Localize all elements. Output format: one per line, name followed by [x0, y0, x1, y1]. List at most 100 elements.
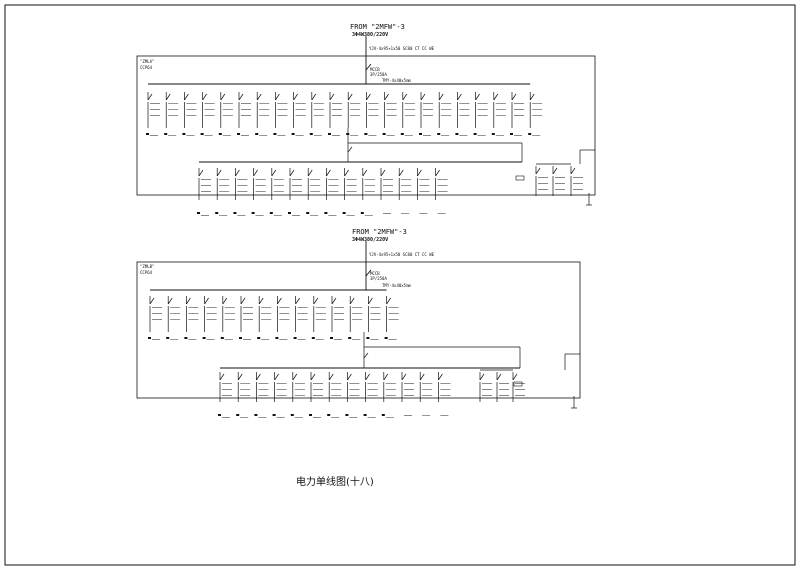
text-mark [188, 306, 199, 309]
text-mark [481, 388, 493, 391]
text-mark [279, 312, 290, 315]
text-mark [440, 382, 451, 385]
text-mark [385, 394, 396, 397]
text-mark [382, 178, 394, 181]
text-mark [188, 338, 197, 341]
panel-1-upper-load-mark [182, 133, 186, 135]
text-mark [151, 312, 163, 315]
text-mark [477, 114, 488, 117]
text-mark [333, 312, 345, 315]
panel-2-lower-circuit-breaker-contact [219, 373, 225, 381]
text-mark [349, 382, 360, 385]
text-mark [315, 318, 326, 321]
text-mark [261, 318, 272, 321]
panel-2-lower-load-mark [236, 414, 240, 416]
text-mark [200, 214, 210, 217]
panel-1-lower-circuit-breaker-contact [198, 169, 204, 177]
text-mark [200, 190, 212, 193]
text-mark [477, 134, 486, 137]
panel-2-upper-load-mark [384, 337, 388, 339]
text-mark [331, 102, 343, 105]
text-mark [168, 134, 177, 137]
panel-2-voltage: 3Φ4W380/220V [352, 237, 389, 243]
panel-1-lower-circuit-breaker-contact [344, 169, 349, 177]
text-mark [188, 312, 199, 315]
text-mark [258, 382, 269, 385]
panel-2-upper-load-mark [366, 337, 370, 339]
text-mark [219, 190, 230, 193]
text-mark [222, 134, 231, 137]
panel-1-upper-load-mark [164, 133, 168, 135]
panel-1-upper-load-mark [218, 133, 222, 135]
text-mark [188, 318, 199, 321]
text-mark [364, 190, 375, 193]
text-mark [437, 190, 448, 193]
text-mark [419, 212, 428, 215]
text-mark [419, 178, 430, 181]
panel-1-upper-circuit-breaker-contact [402, 93, 408, 101]
text-mark [310, 190, 321, 193]
panel-2-lower-circuit-breaker-contact [256, 373, 261, 381]
panel-2-upper-circuit-breaker-contact [186, 297, 191, 305]
panel-2-upper-circuit-breaker-contact [240, 297, 246, 305]
panel-1-upper-load-mark [291, 133, 295, 135]
text-mark [495, 108, 506, 111]
text-mark [222, 102, 233, 105]
panel-1-lower-load-mark [269, 212, 273, 214]
text-mark [537, 182, 549, 185]
panel-1-upper-circuit-breaker-contact [238, 93, 244, 101]
text-mark [219, 214, 228, 217]
text-mark [297, 318, 308, 321]
panel-1-meter-box [515, 175, 525, 181]
panel-2-lower-circuit-breaker-contact [274, 373, 279, 381]
text-mark [221, 394, 233, 397]
text-mark [422, 388, 433, 391]
panel-1-upper-load-mark [237, 133, 240, 135]
panel-2-lower-load-mark [363, 414, 367, 416]
text-mark [403, 382, 415, 385]
panel-1-source-label: FROM "2MFW"-3 [350, 23, 405, 31]
text-mark [237, 214, 246, 217]
text-mark [331, 134, 341, 137]
text-mark [170, 312, 181, 315]
text-mark [498, 388, 510, 391]
text-mark [367, 388, 378, 391]
text-mark [261, 306, 272, 309]
text-mark [459, 114, 470, 117]
panel-2-lower-load-mark [309, 414, 312, 416]
text-mark [437, 178, 448, 181]
panel-1-lower-load-mark [360, 212, 364, 214]
text-mark [240, 134, 250, 137]
panel-2-upper-load-mark [148, 337, 151, 339]
text-mark [370, 318, 381, 321]
panel-1-upper-circuit-breaker-contact [275, 93, 280, 101]
panel-1-voltage: 3Φ4W380/220V [352, 32, 389, 38]
text-mark [333, 338, 343, 341]
text-mark [313, 114, 324, 117]
panel-2-upper-load-mark [166, 337, 170, 339]
text-mark [422, 114, 434, 117]
panel-2-upper-load-mark [330, 337, 333, 339]
panel-2-lower-load-mark [218, 414, 221, 416]
text-mark [151, 338, 161, 341]
text-mark [240, 394, 251, 397]
text-mark [370, 312, 381, 315]
text-mark [242, 318, 254, 321]
text-mark [261, 338, 270, 341]
panel-1-upper-circuit-breaker-contact [165, 93, 171, 101]
text-mark [401, 212, 410, 215]
panel-2-type: CCP64 [140, 270, 153, 275]
text-mark [151, 318, 163, 321]
panel-1-cable-spec: YJV-4x95+1x50 SC80 CT CC WE [369, 46, 435, 51]
panel-1-lower-circuit-breaker-contact [216, 169, 222, 177]
panel-2-upper-load-mark [275, 337, 279, 339]
panel-1-upper-circuit-breaker-contact [311, 93, 317, 101]
text-mark [149, 114, 161, 117]
panel-1-upper-load-mark [473, 133, 477, 135]
text-mark [513, 108, 525, 111]
text-mark [328, 190, 339, 193]
text-mark [477, 108, 488, 111]
text-mark [240, 102, 252, 105]
panel-2-right-circuit-breaker-contact [479, 373, 485, 381]
panel-1-upper-load-mark [146, 133, 149, 135]
